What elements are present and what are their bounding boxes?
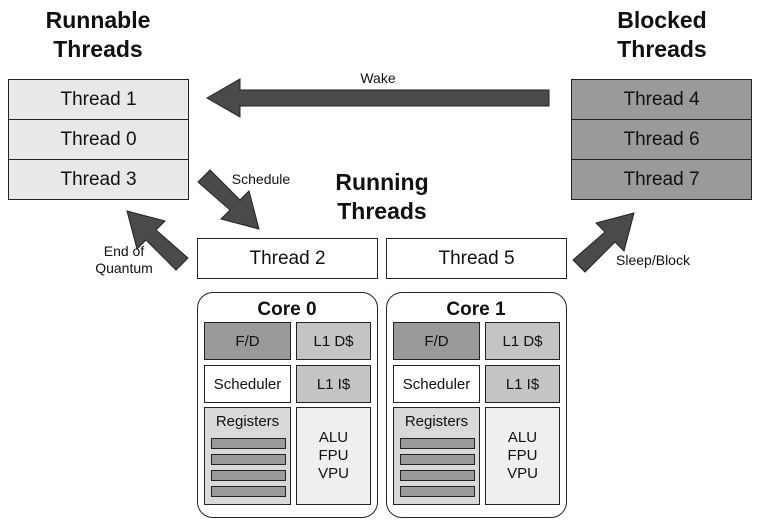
runnable-thread-item: Thread 0 — [8, 119, 189, 160]
execution-units: ALU FPU VPU — [485, 407, 560, 505]
blocked-thread-item: Thread 4 — [571, 79, 752, 120]
schedule-arrow — [197, 169, 260, 230]
sleep-block-label: Sleep/Block — [616, 252, 690, 268]
register-bar — [400, 438, 475, 449]
register-bar — [211, 486, 286, 497]
running-thread-core1: Thread 5 — [386, 238, 567, 279]
wake-arrow — [205, 78, 550, 118]
fetch-decode-unit: F/D — [204, 322, 291, 360]
vpu-label: VPU — [507, 465, 538, 482]
blocked-thread-item: Thread 6 — [571, 119, 752, 160]
register-file: Registers — [204, 407, 291, 505]
blocked-threads-list: Thread 4 Thread 6 Thread 7 — [571, 79, 752, 200]
l1-data-cache: L1 D$ — [485, 322, 560, 360]
registers-label: Registers — [215, 413, 280, 430]
l1-instruction-cache: L1 I$ — [296, 365, 371, 403]
runnable-thread-item: Thread 3 — [8, 159, 189, 200]
register-bar — [211, 470, 286, 481]
l1-data-cache: L1 D$ — [296, 322, 371, 360]
runnable-threads-list: Thread 1 Thread 0 Thread 3 — [8, 79, 189, 200]
sleep-block-arrow — [572, 212, 635, 273]
fpu-label: FPU — [318, 447, 349, 464]
core-title: Core 0 — [257, 299, 317, 320]
register-file: Registers — [393, 407, 480, 505]
schedule-label: Schedule — [231, 171, 291, 187]
register-bar — [211, 454, 286, 465]
register-bar — [400, 486, 475, 497]
registers-label: Registers — [404, 413, 469, 430]
blocked-thread-item: Thread 7 — [571, 159, 752, 200]
scheduler-unit: Scheduler — [204, 365, 291, 403]
alu-label: ALU — [507, 429, 538, 446]
core-1: Core 1 F/D L1 D$ Scheduler L1 I$ Registe… — [386, 292, 567, 518]
core-title: Core 1 — [446, 299, 506, 320]
end-of-quantum-arrow — [126, 210, 189, 271]
register-bar — [400, 470, 475, 481]
execution-units: ALU FPU VPU — [296, 407, 371, 505]
fpu-label: FPU — [507, 447, 538, 464]
register-bar — [211, 438, 286, 449]
running-thread-core0: Thread 2 — [197, 238, 378, 279]
l1-instruction-cache: L1 I$ — [485, 365, 560, 403]
alu-label: ALU — [318, 429, 349, 446]
wake-label: Wake — [360, 70, 396, 86]
register-bar — [400, 454, 475, 465]
scheduler-unit: Scheduler — [393, 365, 480, 403]
core-0: Core 0 F/D L1 D$ Scheduler L1 I$ Registe… — [197, 292, 378, 518]
fetch-decode-unit: F/D — [393, 322, 480, 360]
vpu-label: VPU — [318, 465, 349, 482]
